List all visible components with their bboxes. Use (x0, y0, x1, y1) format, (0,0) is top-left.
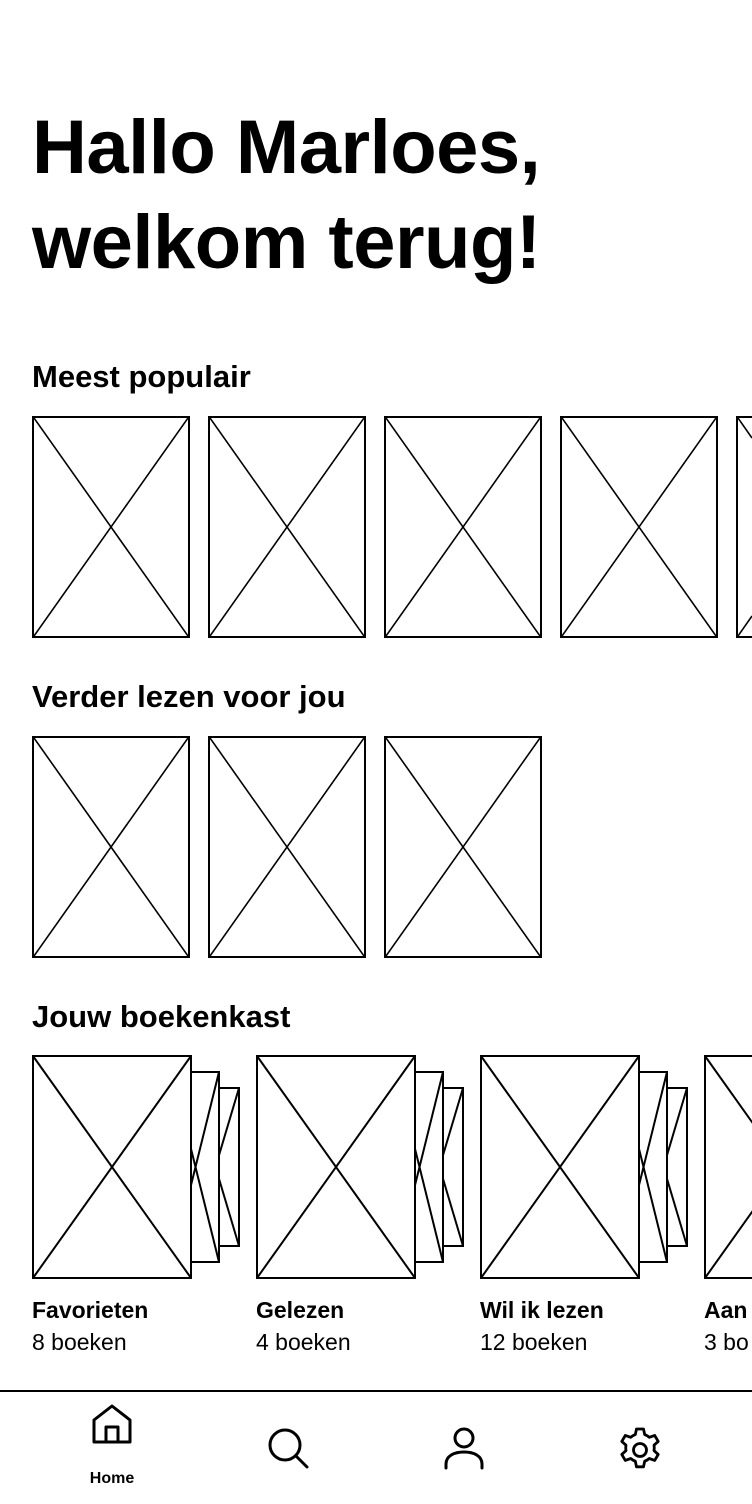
shelf-book-count: 12 boeken (480, 1329, 588, 1355)
shelf-name: Gelezen (256, 1297, 345, 1323)
page-title: Hallo Marloes, welkom terug! (32, 100, 541, 290)
gear-icon (620, 1427, 660, 1469)
image-placeholder-icon (386, 738, 540, 956)
image-placeholder-icon (738, 418, 752, 636)
book-cover[interactable] (384, 736, 542, 958)
popular-books-carousel[interactable] (32, 416, 752, 640)
tab-search[interactable] (238, 1392, 338, 1504)
tab-profile[interactable] (414, 1392, 514, 1504)
search-icon (268, 1428, 309, 1469)
shelf-name: Aan (704, 1297, 748, 1323)
shelf-book-count: 4 boeken (256, 1329, 351, 1355)
image-placeholder-icon (562, 418, 716, 636)
book-cover[interactable] (208, 416, 366, 638)
shelf-read[interactable]: Gelezen 4 boeken (256, 1055, 496, 1365)
shelf-name: Wil ik lezen (480, 1297, 604, 1323)
book-cover[interactable] (32, 416, 190, 638)
book-cover[interactable] (32, 736, 190, 958)
section-title-bookshelf: Jouw boekenkast (32, 999, 291, 1034)
user-icon (444, 1427, 484, 1470)
section-title-popular: Meest populair (32, 359, 251, 394)
book-cover[interactable] (384, 416, 542, 638)
shelf-favorites[interactable]: Favorieten 8 boeken (32, 1055, 272, 1365)
greeting-line-1: Hallo Marloes, (32, 105, 541, 190)
book-cover[interactable] (560, 416, 718, 638)
image-placeholder-icon (34, 418, 188, 636)
image-placeholder-icon (210, 738, 364, 956)
shelf-name: Favorieten (32, 1297, 149, 1323)
section-title-continue-reading: Verder lezen voor jou (32, 679, 346, 714)
tab-settings[interactable] (588, 1392, 688, 1504)
book-stack-icon (32, 1055, 272, 1280)
image-placeholder-icon (34, 738, 188, 956)
greeting-line-2: welkom terug! (32, 200, 541, 285)
home-icon (92, 1404, 132, 1444)
shelf-partial[interactable]: Aan 3 bo (704, 1055, 752, 1365)
continue-reading-carousel[interactable] (32, 736, 752, 960)
shelf-want-to-read[interactable]: Wil ik lezen 12 boeken (480, 1055, 720, 1365)
image-placeholder-icon (386, 418, 540, 636)
book-cover[interactable] (736, 416, 752, 638)
book-stack-icon (480, 1055, 720, 1280)
shelf-book-count: 3 bo (704, 1329, 749, 1355)
book-stack-icon (256, 1055, 496, 1280)
book-stack-icon (704, 1055, 752, 1280)
bottom-tab-bar: Home (0, 1390, 752, 1504)
tab-label: Home (89, 1470, 135, 1487)
image-placeholder-icon (210, 418, 364, 636)
book-cover[interactable] (208, 736, 366, 958)
tab-home[interactable]: Home (62, 1392, 162, 1504)
shelf-book-count: 8 boeken (32, 1329, 127, 1355)
